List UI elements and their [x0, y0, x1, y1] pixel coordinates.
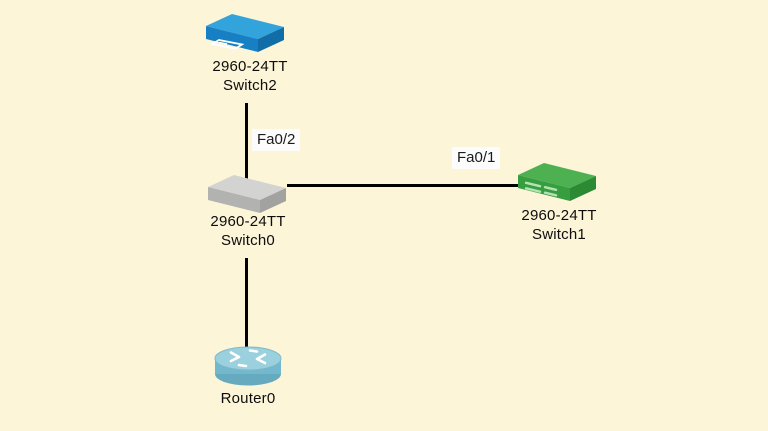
switch1-label: 2960-24TT Switch1 — [484, 206, 634, 244]
switch0-icon[interactable] — [208, 175, 286, 213]
switch0-side-face — [260, 188, 286, 213]
switch-glyph-dash-icon — [218, 41, 228, 45]
switch0-top-face — [208, 175, 286, 200]
router-arrows-glyph-icon — [229, 349, 267, 368]
router0-label: Router0 — [173, 389, 323, 408]
switch1-top-face — [518, 163, 596, 188]
switch1-model: 2960-24TT — [521, 207, 597, 224]
switch2-side-face — [258, 27, 284, 52]
router0-name: Router0 — [220, 390, 276, 407]
port-label-fa0-2: Fa0/2 — [252, 129, 301, 151]
switch1-side-face — [570, 176, 596, 201]
router0-icon[interactable] — [214, 346, 282, 386]
switch0-model: 2960-24TT — [210, 213, 286, 230]
switch1-name: Switch1 — [532, 226, 586, 243]
port-label-fa0-1: Fa0/1 — [452, 147, 501, 169]
switch1-icon[interactable] — [518, 163, 596, 201]
switch2-icon[interactable] — [206, 14, 284, 52]
switch0-front-face — [208, 187, 260, 213]
switch0-name: Switch0 — [221, 232, 275, 249]
switch2-model: 2960-24TT — [212, 58, 288, 75]
switch2-name: Switch2 — [223, 77, 277, 94]
switch2-top-face — [206, 14, 284, 39]
switch-ports-glyph-icon — [524, 181, 558, 197]
switch1-front-face — [518, 175, 570, 201]
switch2-front-face — [206, 26, 258, 52]
router0-top — [214, 346, 282, 371]
switch0-label: 2960-24TT Switch0 — [173, 212, 323, 250]
switch-glyph-icon — [210, 39, 245, 50]
switch2-label: 2960-24TT Switch2 — [175, 57, 325, 95]
